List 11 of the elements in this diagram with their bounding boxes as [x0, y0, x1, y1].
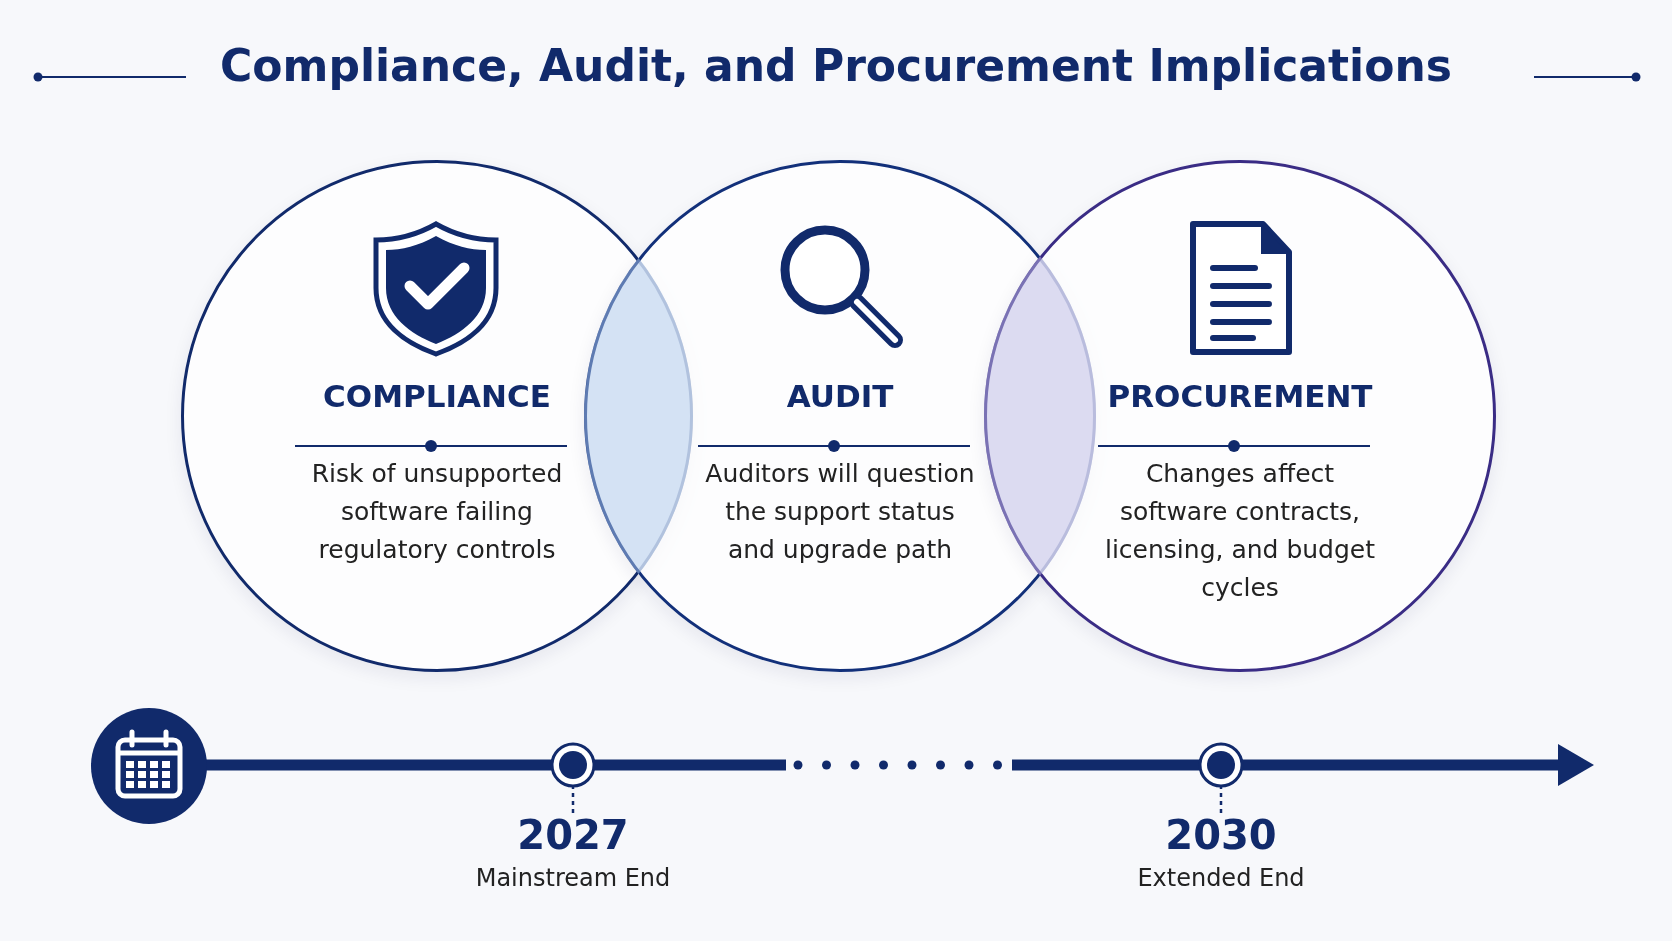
- year-label: 2027: [516, 812, 630, 858]
- circle-description: Risk of unsupported software failing regulatory controls: [310, 458, 564, 566]
- title: Compliance, Audit, and Procurement Implications: [219, 40, 1453, 91]
- circle-description: Auditors will question the support status and upgrade path: [704, 458, 976, 566]
- milestone-label: Extended End: [1136, 864, 1306, 892]
- year-label: 2030: [1164, 812, 1278, 858]
- circle-heading: COMPLIANCE: [322, 378, 552, 414]
- milestone-label: Mainstream End: [474, 864, 672, 892]
- circle-heading: PROCUREMENT: [1106, 378, 1374, 414]
- circle-description: Changes affect software contracts, licensing, and budget cycles: [1103, 458, 1377, 604]
- circle-heading: AUDIT: [785, 378, 895, 414]
